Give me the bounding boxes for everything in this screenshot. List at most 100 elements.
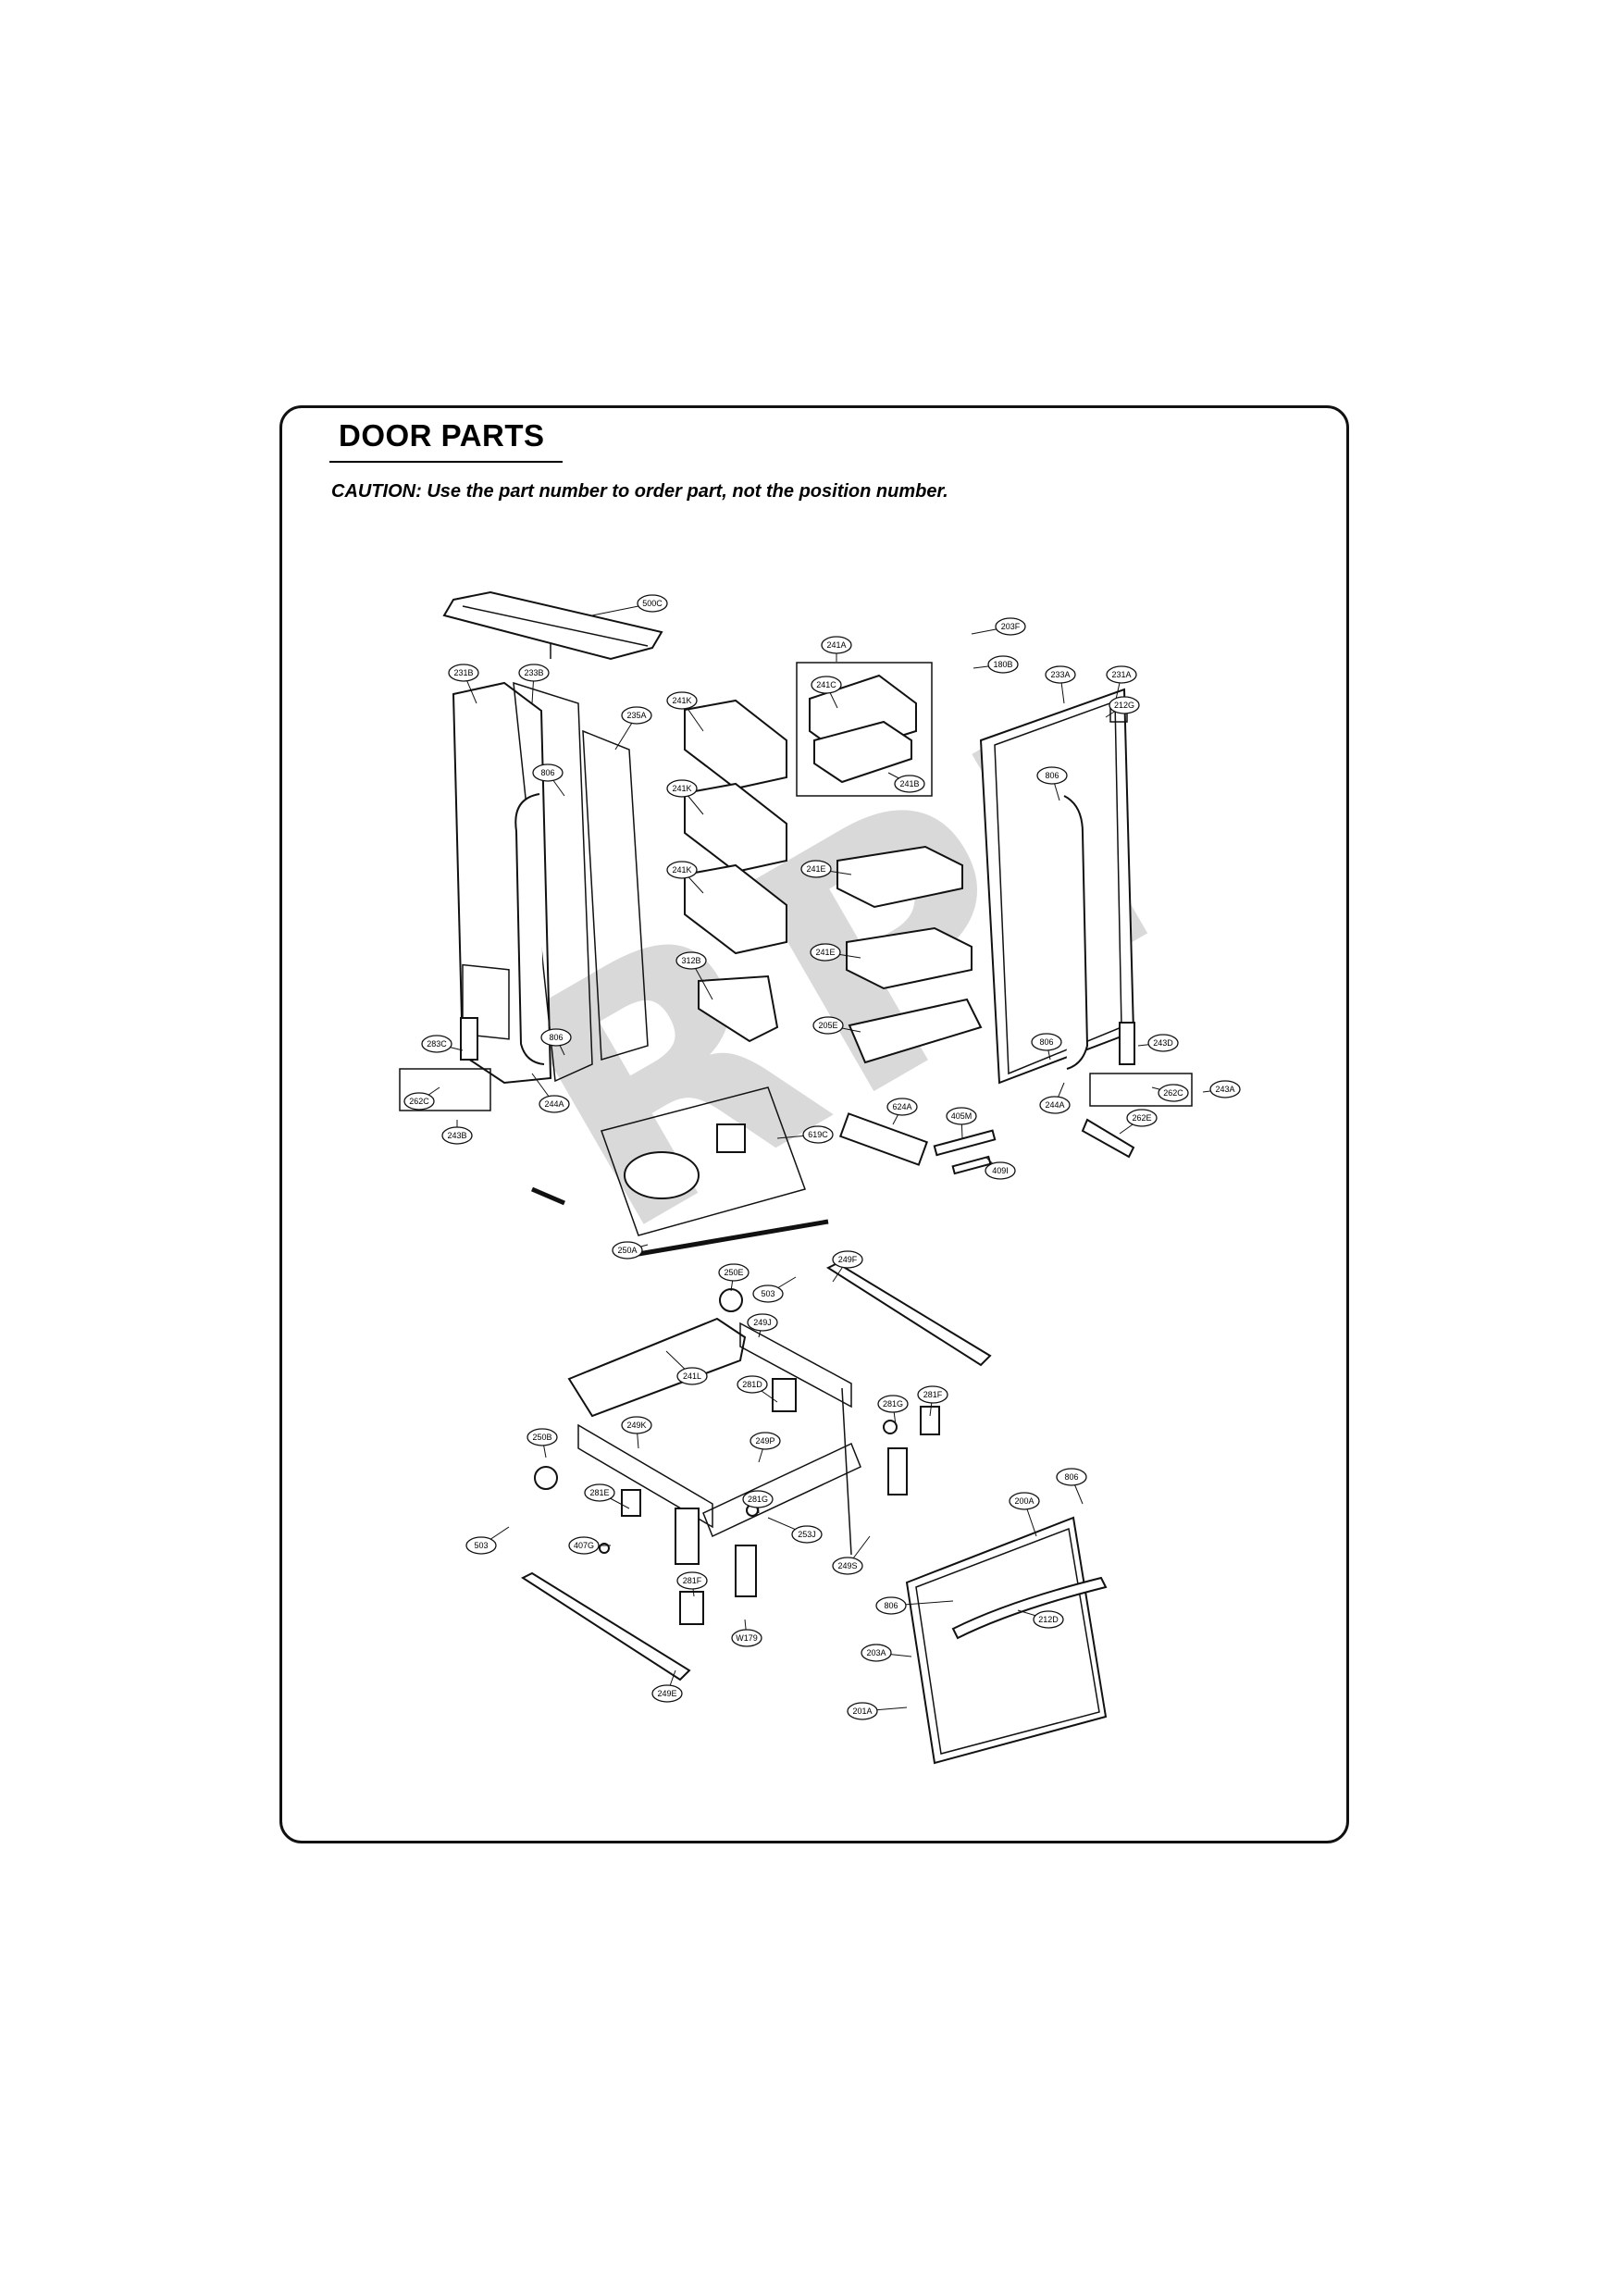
callout-241k: 241K (666, 861, 698, 879)
door-top-cover (442, 590, 663, 661)
callout-text: 231A (1111, 670, 1131, 679)
callout-241a: 241A (821, 636, 852, 654)
callout-200a: 200A (1009, 1492, 1040, 1510)
callout-243a: 243A (1209, 1080, 1241, 1098)
callout-241b: 241B (894, 775, 925, 793)
callout-806: 806 (540, 1028, 572, 1047)
callout-text: 503 (761, 1289, 774, 1298)
callout-text: 243D (1153, 1038, 1173, 1048)
callout-text: 235A (626, 711, 646, 720)
callout-text: 253J (798, 1530, 816, 1539)
callout-241l: 241L (676, 1367, 708, 1385)
callout-text: 281G (748, 1495, 768, 1504)
callout-231a: 231A (1106, 665, 1137, 684)
callout-241e: 241E (810, 943, 841, 962)
callout-253j: 253J (791, 1525, 823, 1544)
callout-text: 806 (1064, 1472, 1078, 1482)
tray-241l (567, 1317, 747, 1418)
callout-212d: 212D (1033, 1610, 1064, 1629)
callout-text: 180B (993, 660, 1012, 669)
callout-503: 503 (752, 1285, 784, 1303)
drawer-frame (577, 1322, 908, 1565)
callout-249j: 249J (747, 1313, 778, 1332)
callout-249f: 249F (832, 1250, 863, 1269)
callout-281e: 281E (584, 1483, 615, 1502)
callout-text: 624A (892, 1102, 911, 1111)
callout-249e: 249E (651, 1684, 683, 1703)
title-underline (329, 461, 563, 463)
callout-text: 212D (1038, 1615, 1059, 1624)
callout-281g: 281G (877, 1395, 909, 1413)
callout-text: 241E (815, 948, 835, 957)
callout-text: 281F (683, 1576, 702, 1585)
callout-249k: 249K (621, 1416, 652, 1434)
callout-text: 262C (1163, 1088, 1183, 1098)
door-bins-right (836, 845, 973, 990)
callout-text: 250B (532, 1433, 551, 1442)
callout-243b: 243B (441, 1126, 473, 1145)
callout-201a: 201A (847, 1702, 878, 1720)
callout-text: 249E (657, 1689, 676, 1698)
freezer-drawer-door (905, 1516, 1108, 1765)
callout-text: 405M (951, 1111, 973, 1121)
callout-250e: 250E (718, 1263, 750, 1282)
callout-text: 250A (617, 1246, 637, 1255)
callout-312b: 312B (675, 951, 707, 970)
water-filter (838, 1112, 997, 1175)
callout-text: 233A (1050, 670, 1070, 679)
callout-text: 244A (544, 1099, 564, 1109)
rail-249f (825, 1261, 992, 1367)
callout-text: 806 (884, 1601, 898, 1610)
callout-text: 243A (1215, 1085, 1234, 1094)
callout-405m: 405M (946, 1107, 977, 1125)
hinge-box-right (1081, 1022, 1193, 1159)
callout-241k: 241K (666, 691, 698, 710)
callout-806: 806 (1031, 1033, 1062, 1051)
callout-text: 500C (642, 599, 663, 608)
callout-249s: 249S (832, 1557, 863, 1575)
callout-806: 806 (532, 763, 564, 782)
callout-806: 806 (1036, 766, 1068, 785)
page-title: DOOR PARTS (339, 418, 545, 453)
callout-281f: 281F (676, 1571, 708, 1590)
hinge-box-left (399, 1017, 491, 1111)
rail-249e (520, 1571, 691, 1682)
callout-text: 200A (1014, 1496, 1034, 1506)
callout-text: 283C (427, 1039, 447, 1049)
small-parts (534, 1288, 940, 1625)
callout-text: 201A (852, 1706, 872, 1716)
callout-250b: 250B (527, 1428, 558, 1446)
callout-250a: 250A (612, 1241, 643, 1260)
callout-233b: 233B (518, 664, 550, 682)
callout-281f: 281F (917, 1385, 948, 1404)
callout-500c: 500C (637, 594, 668, 613)
callout-text: 249S (837, 1561, 857, 1570)
callout-203a: 203A (861, 1644, 892, 1662)
callout-text: 407G (574, 1541, 594, 1550)
callout-text: 806 (540, 768, 554, 777)
callout-180b: 180B (987, 655, 1019, 674)
callout-text: 241L (683, 1371, 701, 1381)
callout-text: 233B (524, 668, 543, 677)
callout-text: 241A (826, 640, 846, 650)
callout-text: 312B (681, 956, 700, 965)
callout-text: 806 (549, 1033, 563, 1042)
callout-203f: 203F (995, 617, 1026, 636)
callout-text: 241K (672, 865, 691, 875)
callout-text: 409I (992, 1166, 1009, 1175)
callout-w179: W179 (731, 1629, 762, 1647)
callout-text: 503 (474, 1541, 488, 1550)
callout-text: 249P (755, 1436, 774, 1446)
callout-243d: 243D (1147, 1034, 1179, 1052)
callout-text: 249F (838, 1255, 858, 1264)
callout-text: 281E (589, 1488, 609, 1497)
callout-409i: 409I (985, 1161, 1016, 1180)
callout-241c: 241C (811, 676, 842, 694)
callout-text: 241K (672, 784, 691, 793)
callout-503: 503 (465, 1536, 497, 1555)
callout-text: 262C (409, 1097, 429, 1106)
callout-text: 212G (1114, 701, 1134, 710)
ice-maker-panel (601, 1086, 806, 1236)
callout-text: 281D (742, 1380, 762, 1389)
